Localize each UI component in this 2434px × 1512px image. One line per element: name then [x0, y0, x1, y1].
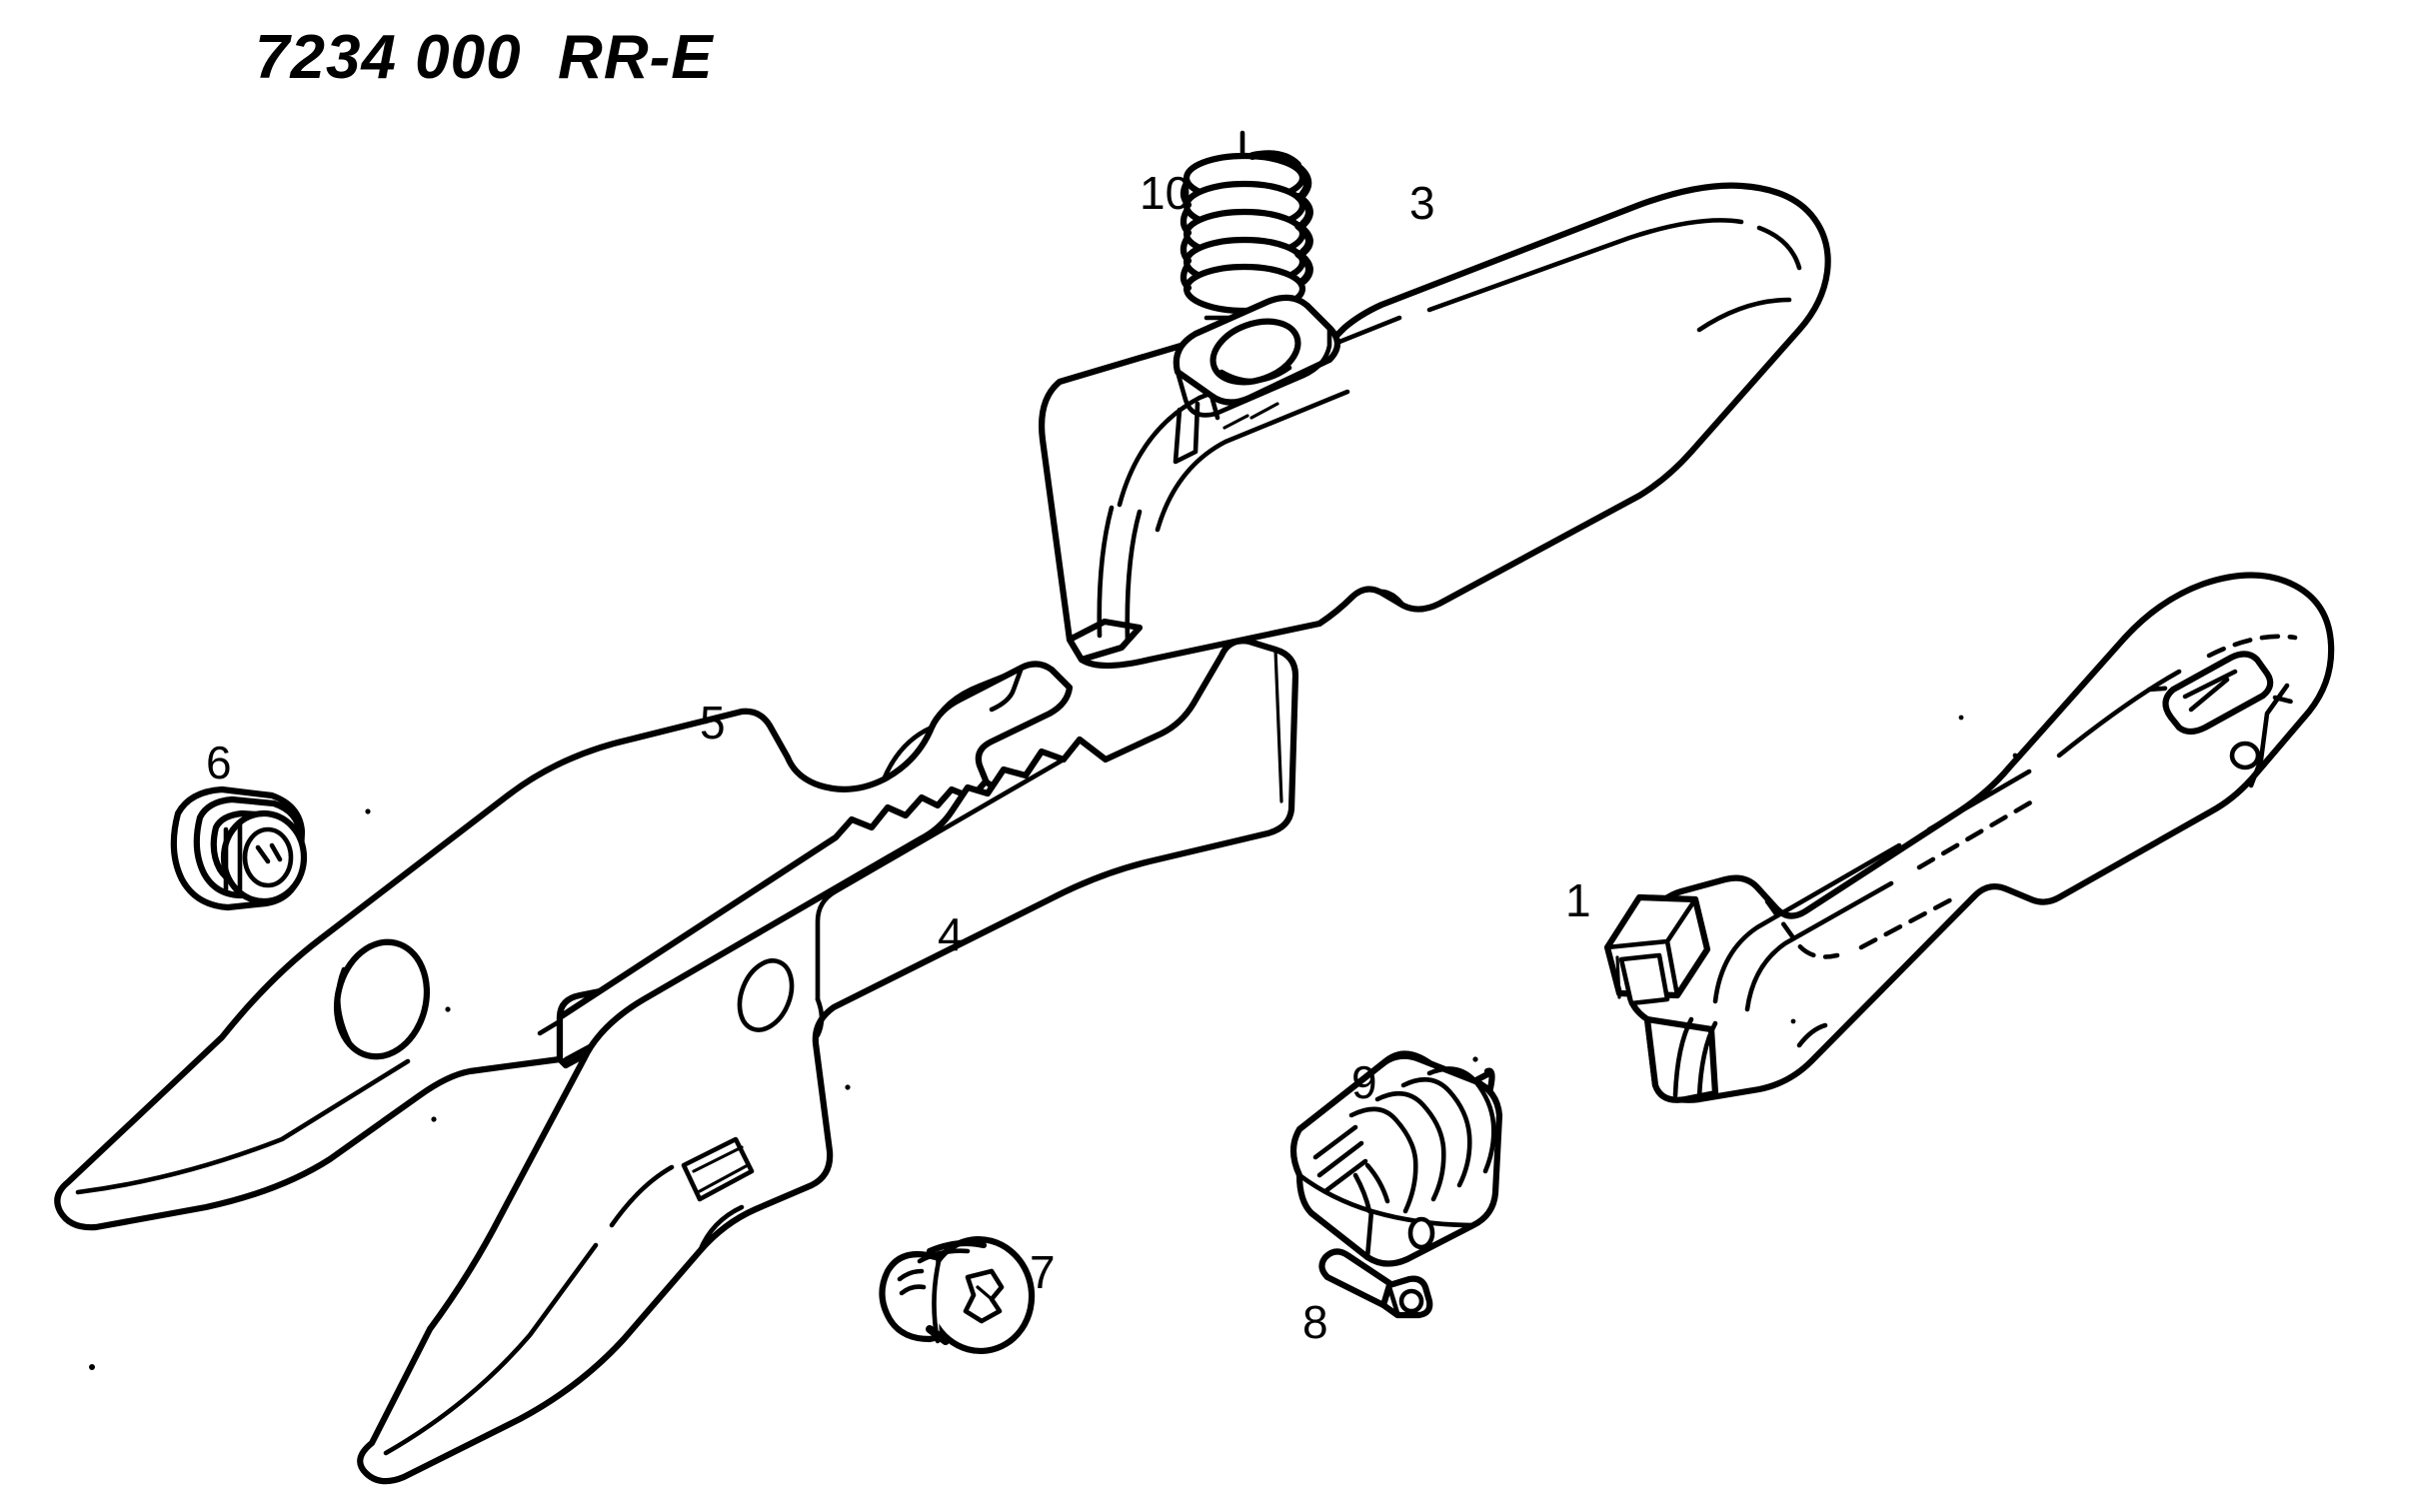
callout-5: 5	[700, 697, 726, 749]
part-1-handle-cover-right	[1603, 572, 2335, 1103]
callout-6: 6	[206, 737, 232, 788]
part-9-ribbed-cap	[1289, 1050, 1503, 1267]
part-3-handle-cover-upper	[1039, 182, 1831, 670]
part-8-locking-pin	[1318, 1248, 1433, 1319]
part-7-push-in-plug	[879, 1235, 1036, 1355]
page-title: 7234 000 RR-E	[255, 23, 714, 92]
socket-box	[1603, 893, 1711, 1006]
callout-1: 1	[1565, 874, 1591, 926]
part-6-pivot-bushing	[170, 785, 308, 911]
callout-10: 10	[1140, 167, 1192, 219]
callout-4: 4	[938, 908, 964, 960]
callout-3: 3	[1409, 177, 1435, 229]
callout-9: 9	[1351, 1056, 1377, 1108]
part-4-lower-handle-arm	[357, 638, 1299, 1485]
callout-7: 7	[1030, 1246, 1056, 1298]
part-10-coil-spring	[1180, 130, 1313, 321]
callout-8: 8	[1302, 1296, 1328, 1348]
